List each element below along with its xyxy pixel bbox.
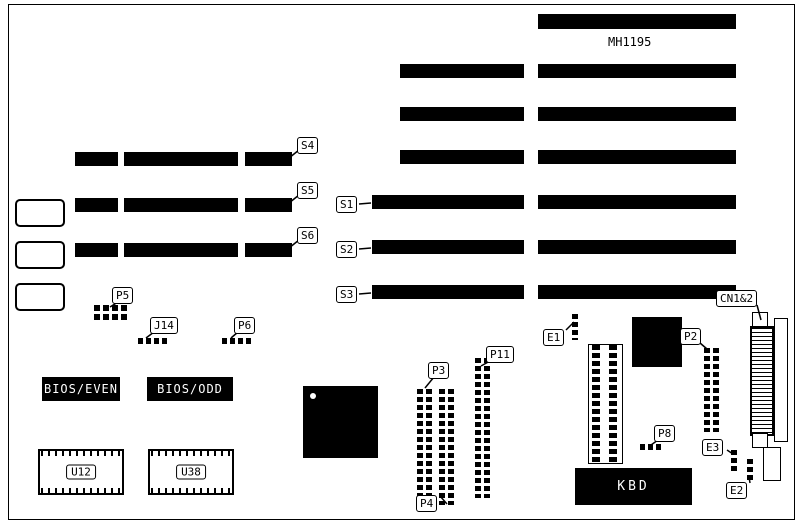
edge-port-1 [15,199,65,227]
callout-p8: P8 [654,425,676,442]
callout-e2: E2 [726,482,748,499]
jumper-e3 [731,450,737,472]
qfp-chip [303,386,378,458]
callout-s5: S5 [297,182,319,199]
bus-slot-s1 [372,195,524,209]
board-outline [8,4,795,520]
pin-header-p2 [704,348,719,432]
callout-s2: S2 [336,241,358,258]
memory-slot-s4 [75,152,292,166]
pin-header-p4 [439,389,454,505]
bus-slot-right-2 [538,64,736,78]
chip-label-u38: U38 [176,464,206,480]
chip-bios-odd: BIOS/ODD [147,377,233,401]
controller-chip [632,317,682,367]
pin-header-p3 [417,389,432,505]
jumper-p8 [640,444,662,450]
connector-mount-bottom [752,433,768,448]
callout-s3: S3 [336,286,358,303]
edge-port-3 [15,283,65,311]
keyboard-connector-kbd: KBD [575,468,692,505]
callout-p4: P4 [416,495,438,512]
bus-slot-right-7 [538,285,736,299]
bus-slot-right-4 [538,150,736,164]
callout-p11: P11 [486,346,514,363]
pin-socket-array [588,344,623,464]
connector-mount-top [752,312,768,327]
callout-e1: E1 [543,329,565,346]
callout-cn1-2: CN1&2 [716,290,758,307]
jumper-e1 [572,314,578,340]
chip-label-u12: U12 [66,464,96,480]
jumper-j14 [138,338,168,344]
callout-j14: J14 [150,317,178,334]
chip-bios-even: BIOS/EVEN [42,377,120,401]
callout-s6: S6 [297,227,319,244]
jumper-e2 [747,459,753,481]
connector-cn1-2-body [750,326,774,436]
memory-slot-s5 [75,198,292,212]
callout-p2: P2 [680,328,702,345]
callout-e3: E3 [702,439,724,456]
jumper-block-p5 [94,305,127,320]
bus-slot-right-3 [538,107,736,121]
aux-connector [763,447,781,481]
board-model-label: MH1195 [608,35,652,49]
bus-slot-mid-1 [400,64,524,78]
callout-p6: P6 [234,317,256,334]
callout-s1: S1 [336,196,358,213]
jumper-p6 [222,338,252,344]
callout-p3: P3 [428,362,450,379]
callout-s4: S4 [297,137,319,154]
bus-slot-right-1 [538,14,736,29]
bus-slot-s2 [372,240,524,254]
bus-slot-right-6 [538,240,736,254]
bus-slot-s3 [372,285,524,299]
connector-cn1-2-bracket [774,318,788,442]
bus-slot-right-5 [538,195,736,209]
dip-chip-u38: U38 [148,449,234,495]
edge-port-2 [15,241,65,269]
dip-chip-u12: U12 [38,449,124,495]
bus-slot-mid-2 [400,107,524,121]
bus-slot-mid-3 [400,150,524,164]
memory-slot-s6 [75,243,292,257]
pin-header-p11 [475,358,490,498]
callout-p5: P5 [112,287,134,304]
